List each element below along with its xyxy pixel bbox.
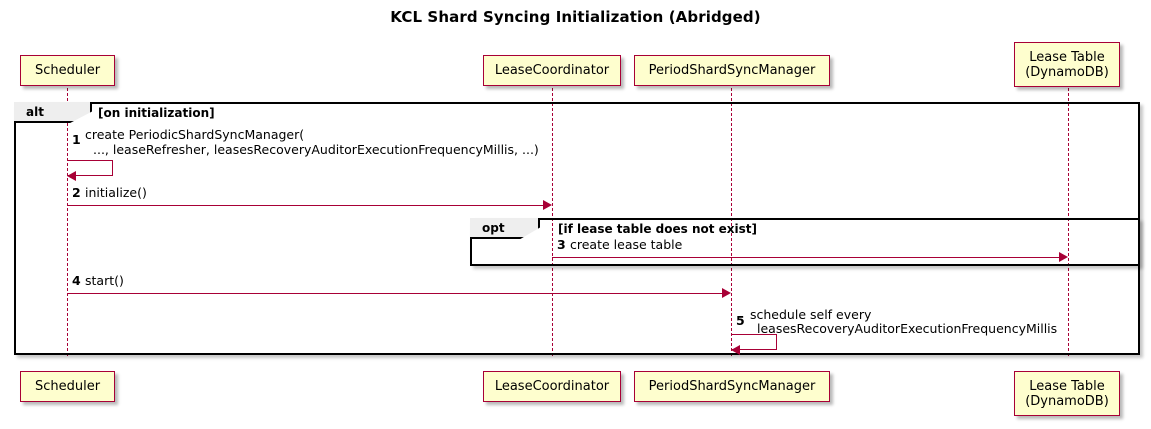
message-5-self-loop [731,334,777,350]
opt-frame-condition: [if lease table does not exist] [558,222,758,236]
message-4-line [67,293,722,294]
participant-leasetable-bottom-label: Lease Table [1029,378,1105,394]
message-1-arrowhead [67,171,76,181]
lifeline-leasecoordinator [552,88,553,356]
diagram-title: KCL Shard Syncing Initialization (Abridg… [390,8,761,26]
participant-leasecoordinator-bottom[interactable]: LeaseCoordinator [483,371,621,402]
participant-scheduler-bottom-label: Scheduler [34,379,101,394]
message-1-label-line2: ..., leaseRefresher, leasesRecoveryAudit… [93,142,539,157]
message-4-label: start() [85,273,124,288]
participant-periodshardsyncmanager-bottom-label: PeriodShardSyncManager [648,379,816,394]
message-2-number: 2 [72,185,81,200]
message-1-label-line1: create PeriodicShardSyncManager( [85,127,305,142]
message-1-number: 1 [72,132,81,147]
participant-leasetable-top[interactable]: Lease Table (DynamoDB) [1014,42,1120,87]
message-3-arrowhead [1059,252,1068,262]
opt-frame-keyword: opt [482,220,505,235]
message-5-label-line2: leasesRecoveryAuditorExecutionFrequencyM… [757,321,1058,336]
participant-scheduler-top-label: Scheduler [34,63,101,78]
participant-leasetable-bottom-label2: (DynamoDB) [1025,393,1109,409]
participant-leasetable-top-label: Lease Table [1029,49,1105,65]
participant-periodshardsyncmanager-top[interactable]: PeriodShardSyncManager [634,55,830,86]
alt-frame-condition: [on initialization] [98,106,215,120]
message-4-arrowhead [722,288,731,298]
message-2-arrowhead [543,200,552,210]
participant-leasecoordinator-bottom-label: LeaseCoordinator [494,379,610,394]
participant-leasetable-top-label2: (DynamoDB) [1025,64,1109,80]
message-1-self-loop [67,160,113,176]
message-3-label: create lease table [570,237,683,252]
message-2-line [67,205,543,206]
participant-periodshardsyncmanager-top-label: PeriodShardSyncManager [648,63,816,78]
message-4-number: 4 [72,273,81,288]
participant-leasecoordinator-top[interactable]: LeaseCoordinator [483,55,621,86]
participant-scheduler-bottom[interactable]: Scheduler [20,371,115,402]
lifeline-scheduler [67,88,68,356]
message-3-number: 3 [557,237,566,252]
lifeline-periodshardsyncmanager [731,88,732,356]
message-5-arrowhead [731,345,740,355]
participant-leasetable-bottom[interactable]: Lease Table (DynamoDB) [1014,371,1120,416]
lifeline-leasetable [1068,88,1069,356]
participant-scheduler-top[interactable]: Scheduler [20,55,115,86]
message-5-number: 5 [736,313,745,328]
alt-frame-keyword: alt [26,104,44,119]
participant-leasecoordinator-top-label: LeaseCoordinator [494,63,610,78]
message-5-label-line1: schedule self every [750,307,872,322]
message-3-line [552,257,1059,258]
opt-frame [470,218,1140,266]
message-2-label: initialize() [85,185,147,200]
participant-periodshardsyncmanager-bottom[interactable]: PeriodShardSyncManager [634,371,830,402]
